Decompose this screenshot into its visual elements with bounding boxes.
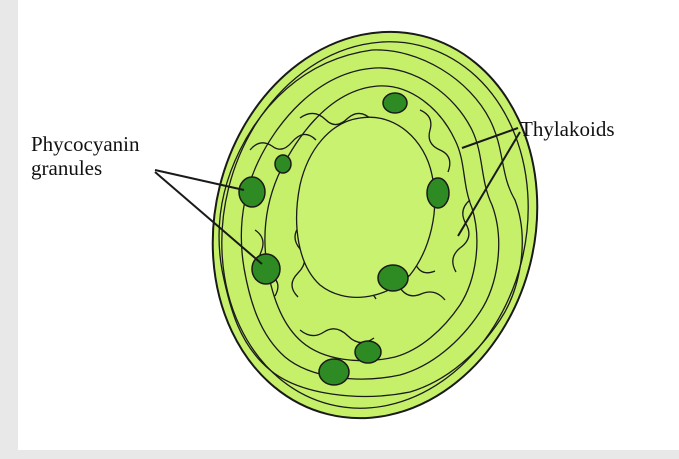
granule-4 [383,93,407,113]
label-thylakoids: Thylakoids [520,118,615,140]
granule-3 [275,155,291,173]
granule-7 [355,341,381,363]
label-phycocyanin-line2: granules [31,157,102,179]
granule-1 [239,177,265,207]
granule-6 [378,265,408,291]
granule-5 [427,178,449,208]
granule-8 [319,359,349,385]
label-phycocyanin-line1: Phycocyanin [31,133,139,155]
